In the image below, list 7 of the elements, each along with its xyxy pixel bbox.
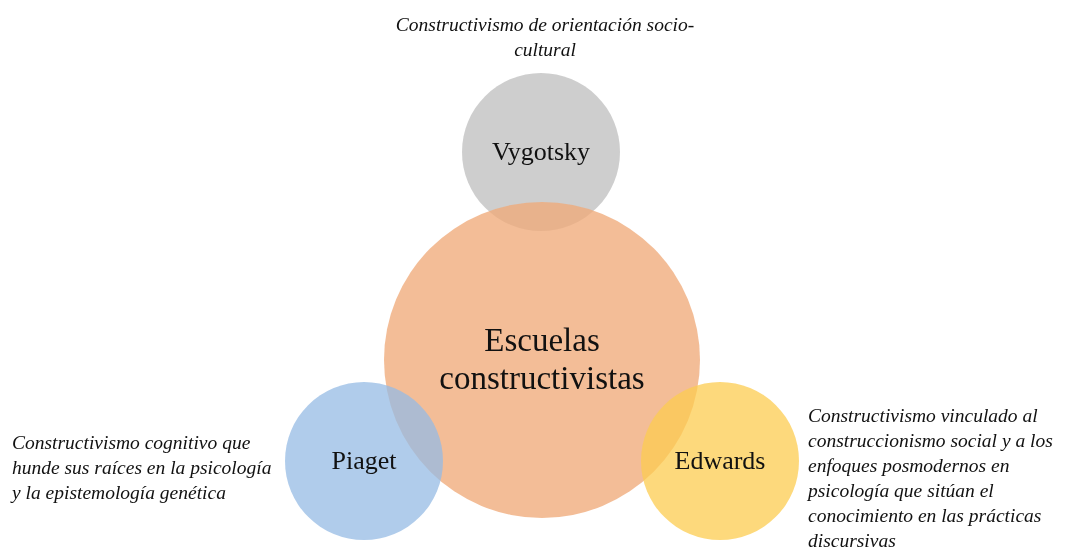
node-label: Piaget [331,446,397,476]
description-text: Constructivismo vinculado al construccionismo social y a los enfoques posmodernos en psicología que sitúan el conocimiento en las prácticas discursivas [808,404,1054,553]
node-label: Vygotsky [491,137,591,167]
node-label: Escuelas constructivistas [438,322,646,398]
description-text: Constructivismo de orientación socio-cultural [395,13,695,62]
description-text: Constructivismo cognitivo que hunde sus raíces en la psicología y la epistemología genética [12,431,273,505]
node-label: Edwards [674,446,766,476]
